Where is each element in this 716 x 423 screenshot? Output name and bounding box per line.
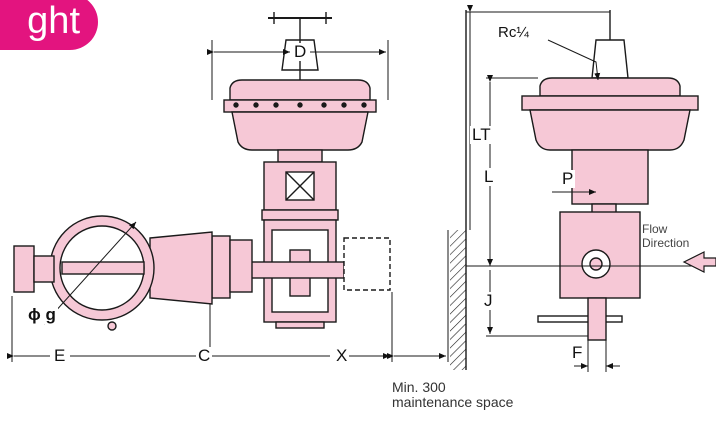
- dashed-extension: [343, 237, 391, 291]
- casing-bolts: [233, 102, 367, 108]
- dim-phi-g: ϕ g: [26, 305, 58, 324]
- section-badge: ght: [0, 0, 98, 50]
- dim-X: X: [334, 346, 350, 365]
- dim-C: C: [196, 346, 213, 365]
- maintenance-line1: Min. 300: [392, 379, 446, 395]
- diaphragm-bottom-casing: [231, 111, 369, 151]
- dim-rc: Rc¼: [496, 24, 531, 42]
- flow-arrow-icon: [682, 251, 716, 273]
- flow-direction-label: Flow Direction: [642, 222, 689, 250]
- diaphragm-top-casing: [229, 79, 371, 101]
- front-view: [13, 12, 391, 331]
- side-view: [521, 10, 699, 341]
- dim-F: F: [570, 343, 585, 362]
- yoke-top: [261, 209, 339, 221]
- wall-hatch: [450, 230, 466, 370]
- disc: [61, 261, 145, 275]
- maintenance-line2: maintenance space: [392, 394, 514, 410]
- side-stem: [587, 297, 607, 341]
- flow-label-line2: Direction: [642, 236, 690, 250]
- flow-label-line1: Flow: [642, 222, 668, 236]
- dim-LT: LT: [470, 125, 493, 144]
- dim-L: L: [482, 167, 496, 186]
- dim-P: P: [560, 169, 576, 188]
- body-neck: [149, 231, 213, 305]
- maintenance-note: Min. 300 maintenance space: [392, 380, 513, 410]
- dim-D: D: [292, 42, 309, 61]
- side-dimensions: [466, 5, 700, 372]
- side-spring-housing: [571, 149, 649, 205]
- bonnet-flange: [211, 235, 231, 299]
- dim-J: J: [482, 291, 495, 310]
- left-flange: [13, 245, 35, 293]
- dim-E: E: [52, 346, 68, 365]
